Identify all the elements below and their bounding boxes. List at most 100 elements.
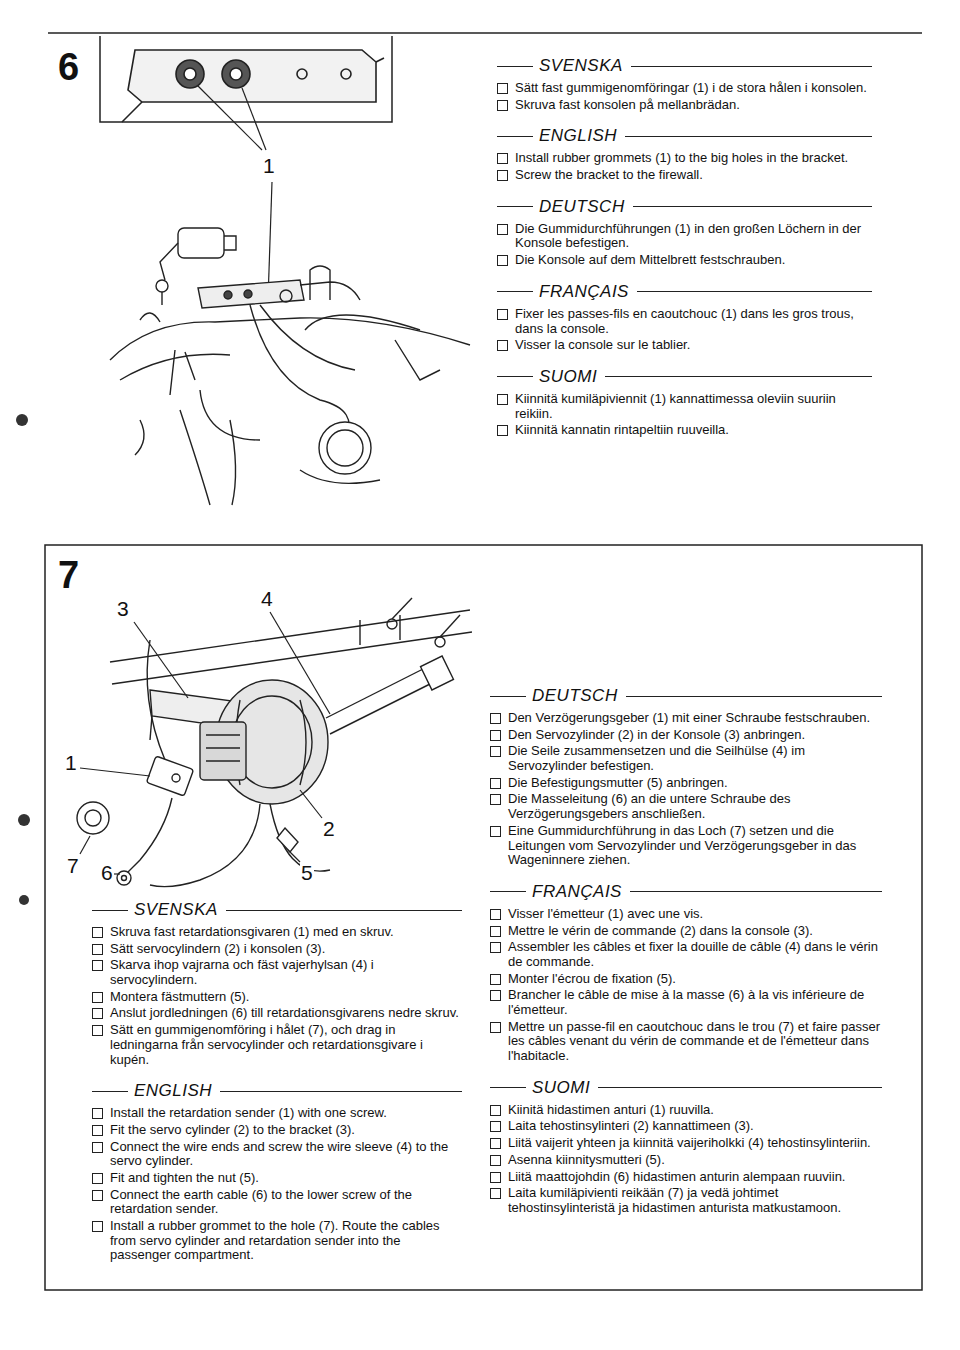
rule-line [605,376,872,377]
instruction-text: Mettre le vérin de commande (2) dans la … [508,923,813,938]
page-frame [45,545,922,1290]
language-heading-row: SVENSKA [497,56,872,76]
instruction-text: Skruva fast konsolen på mellanbrädan. [515,97,740,112]
firewall-illustration [280,290,292,302]
checkbox [92,1173,103,1184]
instruction-text: Anslut jordledningen (6) till retardatio… [110,1005,459,1020]
instruction-text: Den Verzögerungsgeber (1) mit einer Schr… [508,710,870,725]
instruction-item: Den Servozylinder (2) in der Konsole (3)… [490,728,882,743]
checkbox [92,992,103,1003]
firewall-illustration [319,422,371,474]
instruction-item: Die Seile zusammensetzen und die Seilhül… [490,744,882,773]
rule-line [497,376,533,377]
instruction-item: Brancher le câble de mise à la masse (6)… [490,988,882,1017]
leader-line [270,612,330,714]
instruction-text: Laita tehostinsylinteri (2) kannattimeen… [508,1118,754,1133]
rule-line [490,696,526,697]
instruction-item: Liitä vaijerit yhteen ja kiinnitä vaijer… [490,1136,882,1151]
leader-line [114,873,120,874]
instruction-item: Montera fästmuttern (5). [92,990,462,1005]
servo-illustration [110,610,470,662]
checkbox [490,1022,501,1033]
checkbox [490,926,501,937]
language-heading: ENGLISH [539,126,617,146]
instruction-text: Kiinitä hidastimen anturi (1) ruuvilla. [508,1102,714,1117]
instruction-text: Fit and tighten the nut (5). [110,1170,259,1185]
language-heading: SUOMI [539,367,597,387]
firewall-illustration [250,305,349,440]
punch-mark [16,414,28,426]
instruction-text: Connect the wire ends and screw the wire… [110,1139,448,1169]
servo-illustration [112,632,472,684]
firewall-illustration [160,243,178,280]
checkbox [92,1190,103,1201]
punch-mark [18,814,30,826]
instruction-item: Fixer les passes-fils en caoutchouc (1) … [497,307,872,336]
rule-line [490,891,526,892]
servo-illustration [147,640,165,760]
instruction-text: Install rubber grommets (1) to the big h… [515,150,848,165]
instruction-text: Liitä vaijerit yhteen ja kiinnitä vaijer… [508,1135,871,1150]
leader-line [242,88,266,150]
servo-illustration [85,810,101,826]
step-number: 7 [58,556,79,594]
instruction-text: Kiinnitä kumiläpiviennit (1) kannattimes… [515,391,836,421]
firewall-illustration [120,354,230,380]
checkbox [92,1108,103,1119]
checkbox [497,255,508,266]
rule-line [631,66,872,67]
rule-line [630,891,882,892]
page-frame [100,36,392,122]
instruction-item: Mettre le vérin de commande (2) dans la … [490,924,882,939]
instruction-text: Montera fästmuttern (5). [110,989,249,1004]
firewall-illustration [161,292,162,305]
bracket-inset [341,69,351,79]
rule-line [625,136,872,137]
checkbox [497,309,508,320]
rule-line [490,1087,526,1088]
instruction-item: Laita kumiläpivienti reikään (7) ja vedä… [490,1186,882,1215]
instruction-text: Die Masseleitung (6) an die untere Schra… [508,791,791,821]
language-block: ENGLISH Install rubber grommets (1) to th… [497,126,872,184]
text-column: DEUTSCHDen Verzögerungsgeber (1) mit ein… [490,686,882,1230]
instruction-item: Install the retardation sender (1) with … [92,1106,462,1121]
language-block: SVENSKA Sätt fast gummigenomföringar (1) … [497,56,872,114]
bracket-inset [128,50,376,102]
checkbox [490,746,501,757]
servo-illustration [330,684,430,734]
instruction-text: Skarva ihop vajrarna och fäst vajerhylsa… [110,957,374,987]
instruction-text: Connect the earth cable (6) to the lower… [110,1187,412,1217]
text-column: SVENSKASkruva fast retardationsgivaren (… [92,900,462,1277]
language-block: SUOMIKiinitä hidastimen anturi (1) ruuvi… [490,1078,882,1218]
instruction-item: Sätt en gummigenomföring i hålet (7), oc… [92,1023,462,1067]
checkbox [490,794,501,805]
firewall-illustration [327,430,363,466]
instruction-item: Die Konsole auf dem Mittelbrett festschr… [497,253,872,268]
servo-illustration [77,802,109,834]
instruction-item: Die Masseleitung (6) an die untere Schra… [490,792,882,821]
firewall-illustration [135,420,144,455]
instruction-text: Fit the servo cylinder (2) to the bracke… [110,1122,355,1137]
instruction-text: Fixer les passes-fils en caoutchouc (1) … [515,306,854,336]
checkbox [92,1008,103,1019]
instruction-text: Monter l'écrou de fixation (5). [508,971,676,986]
instruction-text: Eine Gummidurchführung in das Loch (7) s… [508,823,856,867]
language-heading: FRANÇAIS [539,282,629,302]
servo-illustration [77,598,472,887]
instruction-item: Connect the wire ends and screw the wire… [92,1140,462,1169]
firewall-illustration [180,410,210,505]
checkbox [490,974,501,985]
checkbox [490,942,501,953]
servo-illustration [387,619,397,629]
instruction-text: Sätt fast gummigenomföringar (1) i de st… [515,80,867,95]
callout-number: 1 [262,155,276,176]
instruction-item: Sätt fast gummigenomföringar (1) i de st… [497,81,872,96]
rule-line [497,66,533,67]
firewall-illustration [200,390,260,440]
callout-number: 3 [116,598,130,619]
checkbox [92,944,103,955]
checkbox [92,1125,103,1136]
checkbox [497,100,508,111]
instruction-text: Die Konsole auf dem Mittelbrett festschr… [515,252,785,267]
